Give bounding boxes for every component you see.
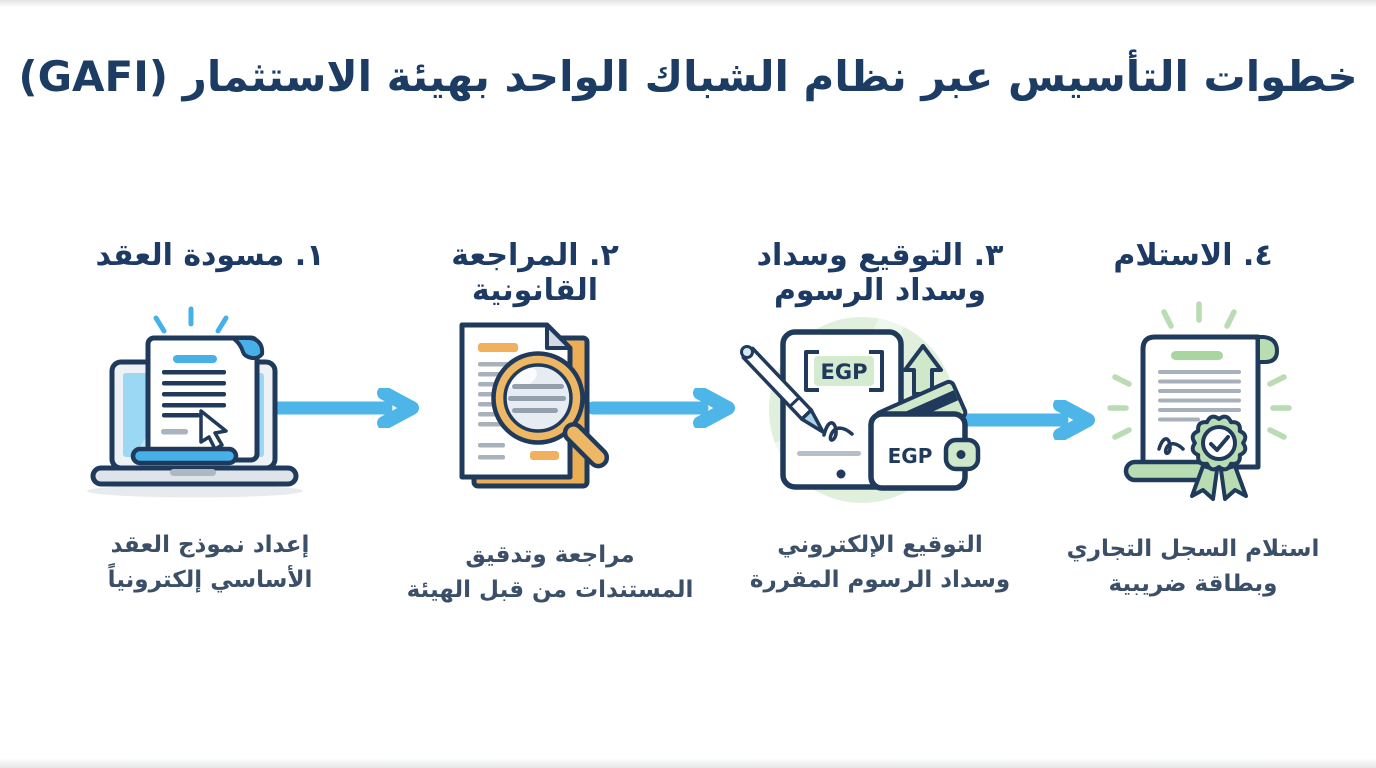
tablet-esign-wallet-payment-icon: EGP EGP [740,309,981,503]
top-edge-strip [0,0,1376,7]
egp-label-wallet: EGP [888,444,933,468]
step-2-caption: مراجعة وتدقيق المستندات من قبل الهيئة [406,542,694,603]
signature-squiggle [1157,437,1185,455]
sparkle-rays-icon [153,306,229,334]
certificate-ribbon-receipt-icon [1107,301,1292,501]
step-4-heading: ٤. الاستلام [1113,238,1273,273]
step-3-heading-line2: وسداد الرسوم [773,273,987,308]
arrow-right-icon [948,400,1095,440]
signature-squiggle [822,421,854,442]
step-3-heading: ٣. التوقيع وسداد وسداد الرسوم [730,238,1030,308]
ribbon-badge-icon [1190,414,1248,501]
step-3-caption: التوقيع الإلكتروني وسداد الرسوم المقررة [749,532,1011,593]
step-2-heading: ٢. المراجعة القانونية [451,238,619,308]
step-1-caption: إعداد نموذج العقد الأساسي إلكترونياً [107,532,313,593]
magnifier-handle [562,422,610,469]
step-4-caption: استلام السجل التجاري وبطاقة ضريبية [1066,536,1320,597]
page-title: خطوات التأسيس عبر نظام الشباك الواحد بهي… [18,52,1358,101]
egp-label-tablet: EGP [821,360,868,384]
document-magnifier-review-icon [459,322,610,489]
pen-icon [740,345,825,434]
sparkle-rays-icon [1107,301,1292,440]
step-1-heading: ١. مسودة العقد [95,238,325,273]
arrow-right-icon [272,388,419,428]
step-3-heading-line1: ٣. التوقيع وسداد [756,238,1004,273]
check-icon [1209,435,1230,452]
laptop-contract-draft-icon [87,306,303,498]
bottom-edge-strip [0,758,1376,768]
arrow-right-icon [588,388,735,428]
